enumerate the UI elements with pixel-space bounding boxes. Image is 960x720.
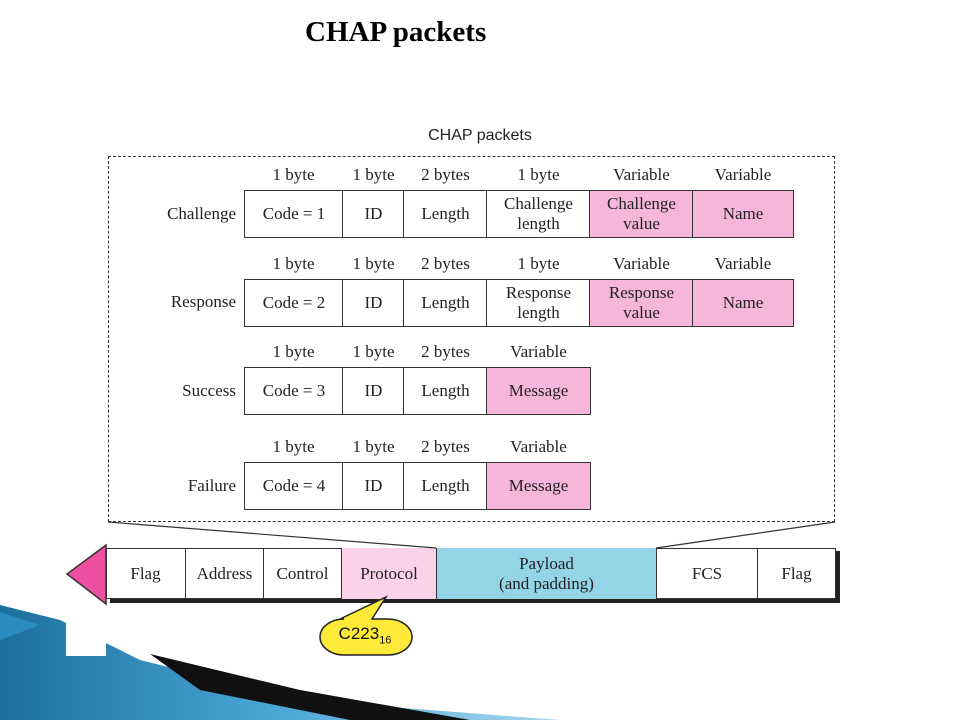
message-field: Message — [486, 462, 591, 510]
frame-address: Address — [185, 548, 263, 599]
size-label: 1 byte — [352, 437, 395, 456]
size-label: Variable — [714, 165, 772, 184]
size-label: 1 byte — [517, 254, 560, 273]
length-field: Length — [403, 279, 488, 327]
message-field: Message — [486, 367, 591, 415]
length-field: Length — [403, 367, 488, 415]
code-field: Code = 3 — [244, 367, 344, 415]
callout-subscript: 16 — [379, 634, 392, 647]
response-length-field: Response length — [486, 279, 591, 327]
code-field: Code = 1 — [244, 190, 344, 238]
id-field: ID — [342, 279, 405, 327]
size-label: 1 byte — [272, 165, 315, 184]
size-label: Variable — [510, 342, 567, 361]
size-label: 2 bytes — [421, 342, 470, 361]
name-field: Name — [692, 190, 794, 238]
protocol-value-callout: C22316 — [318, 624, 412, 646]
size-label: 1 byte — [352, 165, 395, 184]
chap-packets-box — [108, 156, 835, 522]
packet-label-response: Response — [170, 292, 236, 311]
code-field: Code = 2 — [244, 279, 344, 327]
id-field: ID — [342, 367, 405, 415]
size-label: Variable — [613, 254, 670, 273]
challenge-length-field: Challenge length — [486, 190, 591, 238]
frame-fcs: FCS — [656, 548, 757, 599]
frame-flag-start: Flag — [130, 563, 161, 583]
frame-payload: Payload (and padding) — [436, 548, 656, 599]
size-label: 2 bytes — [421, 165, 470, 184]
frame-control: Control — [263, 548, 341, 599]
id-field: ID — [342, 190, 405, 238]
packet-label-failure: Failure — [187, 476, 236, 495]
size-label: 1 byte — [272, 342, 315, 361]
length-field: Length — [403, 462, 488, 510]
size-label: 1 byte — [272, 437, 315, 456]
size-label: Variable — [714, 254, 772, 273]
diagram-title: CHAP packets — [428, 127, 532, 144]
id-field: ID — [342, 462, 405, 510]
frame-protocol: Protocol — [341, 548, 436, 599]
size-label: 2 bytes — [421, 437, 470, 456]
callout-value: C223 — [338, 624, 380, 643]
size-label: 2 bytes — [421, 254, 470, 273]
packet-label-success: Success — [182, 381, 236, 400]
length-field: Length — [403, 190, 488, 238]
size-label: Variable — [613, 165, 670, 184]
size-label: 1 byte — [352, 254, 395, 273]
code-field: Code = 4 — [244, 462, 344, 510]
packet-label-challenge: Challenge — [167, 204, 236, 223]
frame-flag-end: Flag — [757, 548, 836, 599]
name-field: Name — [692, 279, 794, 327]
size-label: Variable — [510, 437, 567, 456]
challenge-value-field: Challenge value — [589, 190, 694, 238]
size-label: 1 byte — [517, 165, 560, 184]
slide-title: CHAP packets — [305, 16, 487, 48]
response-value-field: Response value — [589, 279, 694, 327]
size-label: 1 byte — [272, 254, 315, 273]
size-label: 1 byte — [352, 342, 395, 361]
